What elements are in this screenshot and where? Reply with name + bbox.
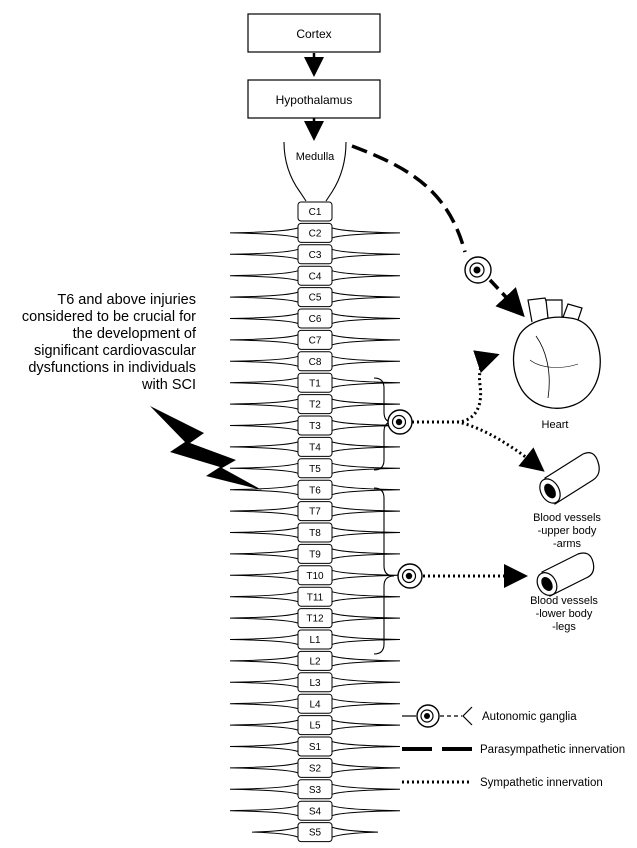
lower-thoracic-brace xyxy=(374,488,394,654)
cortex-box: Cortex xyxy=(248,14,380,52)
spinal-cord: C1C2C3C4C5C6C7C8T1T2T3T4T5T6T7T8T9T10T11… xyxy=(230,202,400,842)
vertebra-label: T12 xyxy=(306,614,324,625)
lower-vessels-line-2: -lower body xyxy=(536,608,593,620)
legend: Autonomic ganglia Parasympathetic innerv… xyxy=(402,705,625,789)
vertebra-label: L2 xyxy=(309,657,321,668)
lightning-bolt-icon xyxy=(150,406,262,490)
vertebra-label: S4 xyxy=(309,806,322,817)
legend-sympathetic-label: Sympathetic innervation xyxy=(480,777,603,789)
annotation-line-4: significant cardiovascular xyxy=(34,343,196,359)
upper-vessels-line-2: -upper body xyxy=(538,525,597,537)
vertebra-label: T2 xyxy=(309,400,321,411)
vertebra-label: T8 xyxy=(309,528,321,539)
vertebra-label: L3 xyxy=(309,678,321,689)
vertebra-label: T7 xyxy=(309,507,321,518)
annotation-line-6: with SCI xyxy=(141,377,196,393)
blood-vessel-lower-icon xyxy=(533,553,593,599)
vertebra-label: C3 xyxy=(309,250,322,261)
vertebra-label: S5 xyxy=(309,828,322,839)
vertebra-label: T3 xyxy=(309,421,321,432)
injury-annotation: T6 and above injuries considered to be c… xyxy=(22,292,197,393)
heart-label: Heart xyxy=(542,419,569,431)
vertebra-label: C2 xyxy=(309,229,322,240)
annotation-line-1: T6 and above injuries xyxy=(57,292,196,308)
vertebra-label: C1 xyxy=(309,207,322,218)
vertebra-label: T11 xyxy=(307,592,324,603)
vertebra-label: T5 xyxy=(309,464,321,475)
vertebra-label: C8 xyxy=(309,357,322,368)
hypothalamus-box: Hypothalamus xyxy=(248,80,380,118)
vertebra-label: C4 xyxy=(309,271,322,282)
vertebra-label: L4 xyxy=(309,699,321,710)
vertebra-label: C5 xyxy=(309,293,322,304)
blood-vessel-upper-icon xyxy=(536,453,600,507)
upper-vessels-line-1: Blood vessels xyxy=(533,512,601,524)
vertebra-label: S2 xyxy=(309,764,322,775)
vertebra-label: C6 xyxy=(309,314,322,325)
lower-vessels-line-1: Blood vessels xyxy=(530,595,598,607)
annotation-line-3: the development of xyxy=(73,326,197,342)
vertebra-label: C7 xyxy=(309,336,322,347)
medulla-label: Medulla xyxy=(296,151,335,163)
ganglion-icon-upper-thoracic xyxy=(388,410,412,434)
vertebra-label: S1 xyxy=(309,742,322,753)
hypothalamus-label: Hypothalamus xyxy=(276,93,353,107)
lower-vessels-line-3: -legs xyxy=(552,621,576,633)
sympathetic-path-to-upper-vessels xyxy=(412,422,540,468)
parasympathetic-to-heart-arrow xyxy=(490,280,520,312)
parasympathetic-path xyxy=(352,146,465,252)
vertebra-label: S3 xyxy=(309,785,322,796)
upper-vessels-line-3: -arms xyxy=(553,538,582,550)
vertebra-label: T10 xyxy=(306,571,324,582)
sympathetic-path-to-heart xyxy=(412,356,494,422)
annotation-line-5: dysfunctions in individuals xyxy=(28,360,196,376)
vertebra-label: L5 xyxy=(309,721,321,732)
vertebra-label: L1 xyxy=(309,635,321,646)
cortex-label: Cortex xyxy=(296,27,331,41)
vertebra-label: T4 xyxy=(309,443,321,454)
vertebra-label: T9 xyxy=(309,550,321,561)
heart-icon xyxy=(514,298,601,408)
ganglion-icon-vagal xyxy=(465,257,491,283)
ganglion-icon-lower-thoracic xyxy=(398,564,422,588)
legend-ganglion-icon xyxy=(402,705,472,727)
annotation-line-2: considered to be crucial for xyxy=(22,309,196,325)
vertebra-label: T1 xyxy=(309,378,321,389)
legend-parasympathetic-label: Parasympathetic innervation xyxy=(480,744,625,756)
legend-ganglia-label: Autonomic ganglia xyxy=(482,711,577,723)
vertebra-label: T6 xyxy=(309,485,321,496)
